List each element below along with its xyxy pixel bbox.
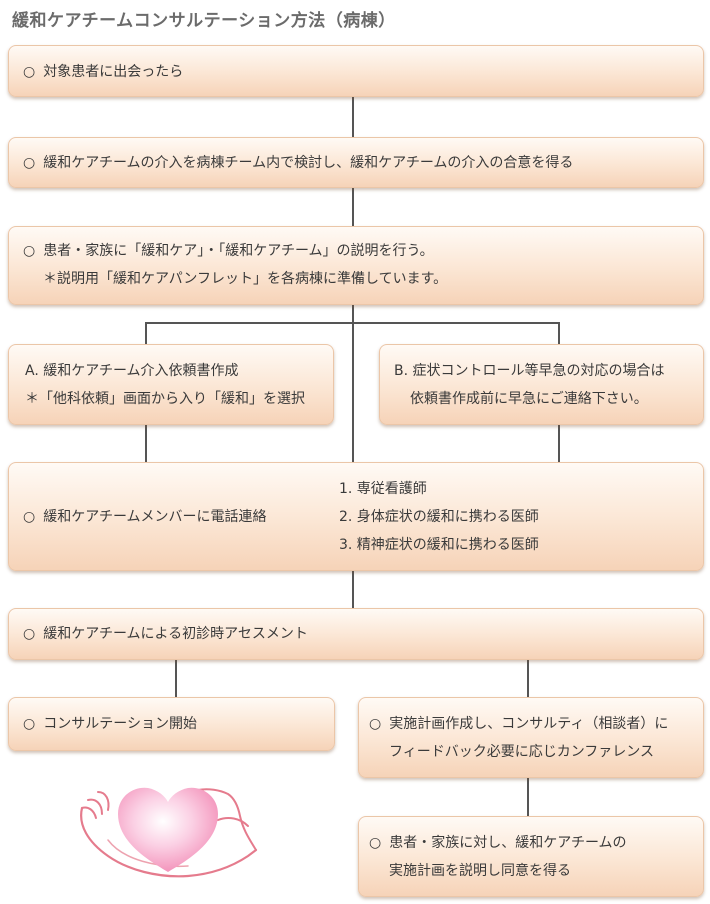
circle-mark: ○ <box>23 243 36 259</box>
circle-mark: ○ <box>23 509 36 525</box>
connector <box>352 188 354 226</box>
circle-mark: ○ <box>23 626 36 642</box>
step-8-line-2: 実施計画を説明し同意を得る <box>389 863 571 879</box>
step-5-box: ○ 緩和ケアチームによる初診時アセスメント <box>8 608 704 660</box>
connector <box>558 425 560 462</box>
connector <box>145 322 560 324</box>
circle-mark: ○ <box>23 155 36 171</box>
heart-in-hands-icon <box>80 787 258 878</box>
branch-a-line-1: A. 緩和ケアチーム介入依頼書作成 <box>25 363 239 379</box>
step-2-box: ○ 緩和ケアチームの介入を病棟チーム内で検討し、緩和ケアチームの介入の合意を得る <box>8 137 704 188</box>
branch-b-line-1: B. 症状コントロール等早急の対応の場合は <box>394 363 665 379</box>
step-1-box: ○ 対象患者に出会ったら <box>8 45 704 97</box>
branch-b-box: B. 症状コントロール等早急の対応の場合は 依頼書作成前に早急にご連絡下さい。 <box>379 344 704 425</box>
step-7-line-2: フィードバック必要に応じカンファレンス <box>389 744 655 760</box>
step-3-line-1: 患者・家族に「緩和ケア」・「緩和ケアチーム」の説明を行う。 <box>43 243 434 259</box>
step-8-box: ○ 患者・家族に対し、緩和ケアチームの 実施計画を説明し同意を得る <box>358 816 704 897</box>
branch-a-line-2: ＊「他科依頼」画面から入り「緩和」を選択 <box>25 391 305 407</box>
contact-list-item: 1. 専従看護師 <box>339 481 427 497</box>
circle-mark: ○ <box>23 716 36 732</box>
step-7-line-1: 実施計画作成し、コンサルティ（相談者）に <box>389 716 669 732</box>
step-3-line-2: ＊説明用「緩和ケアパンフレット」を各病棟に準備しています。 <box>43 271 448 287</box>
connector <box>558 322 560 344</box>
circle-mark: ○ <box>369 835 382 851</box>
branch-a-box: A. 緩和ケアチーム介入依頼書作成 ＊「他科依頼」画面から入り「緩和」を選択 <box>8 344 334 425</box>
step-3-box: ○ 患者・家族に「緩和ケア」・「緩和ケアチーム」の説明を行う。 ＊説明用「緩和ケア… <box>8 226 704 305</box>
step-4-text: 緩和ケアチームメンバーに電話連絡 <box>43 509 267 525</box>
connector <box>527 778 529 816</box>
circle-mark: ○ <box>369 716 382 732</box>
connector <box>352 305 354 462</box>
contact-list-item: 3. 精神症状の緩和に携わる医師 <box>339 537 539 553</box>
step-8-line-1: 患者・家族に対し、緩和ケアチームの <box>389 835 627 851</box>
page-title: 緩和ケアチームコンサルテーション方法（病棟） <box>12 11 396 31</box>
circle-mark: ○ <box>23 64 36 80</box>
step-4-box: ○ 緩和ケアチームメンバーに電話連絡 1. 専従看護師 2. 身体症状の緩和に携わ… <box>8 462 704 571</box>
step-5-text: 緩和ケアチームによる初診時アセスメント <box>43 626 308 642</box>
contact-list-item: 2. 身体症状の緩和に携わる医師 <box>339 509 539 525</box>
connector <box>145 322 147 344</box>
step-6-text: コンサルテーション開始 <box>43 716 197 732</box>
step-6-box: ○ コンサルテーション開始 <box>8 697 335 751</box>
connector <box>175 660 177 697</box>
connector <box>527 660 529 697</box>
step-2-text: 緩和ケアチームの介入を病棟チーム内で検討し、緩和ケアチームの介入の合意を得る <box>43 155 574 171</box>
connector <box>352 97 354 137</box>
branch-b-line-2: 依頼書作成前に早急にご連絡下さい。 <box>410 391 648 407</box>
step-7-box: ○ 実施計画作成し、コンサルティ（相談者）に フィードバック必要に応じカンファレン… <box>358 697 704 778</box>
step-1-text: 対象患者に出会ったら <box>43 64 184 80</box>
connector <box>352 571 354 608</box>
connector <box>145 425 147 462</box>
